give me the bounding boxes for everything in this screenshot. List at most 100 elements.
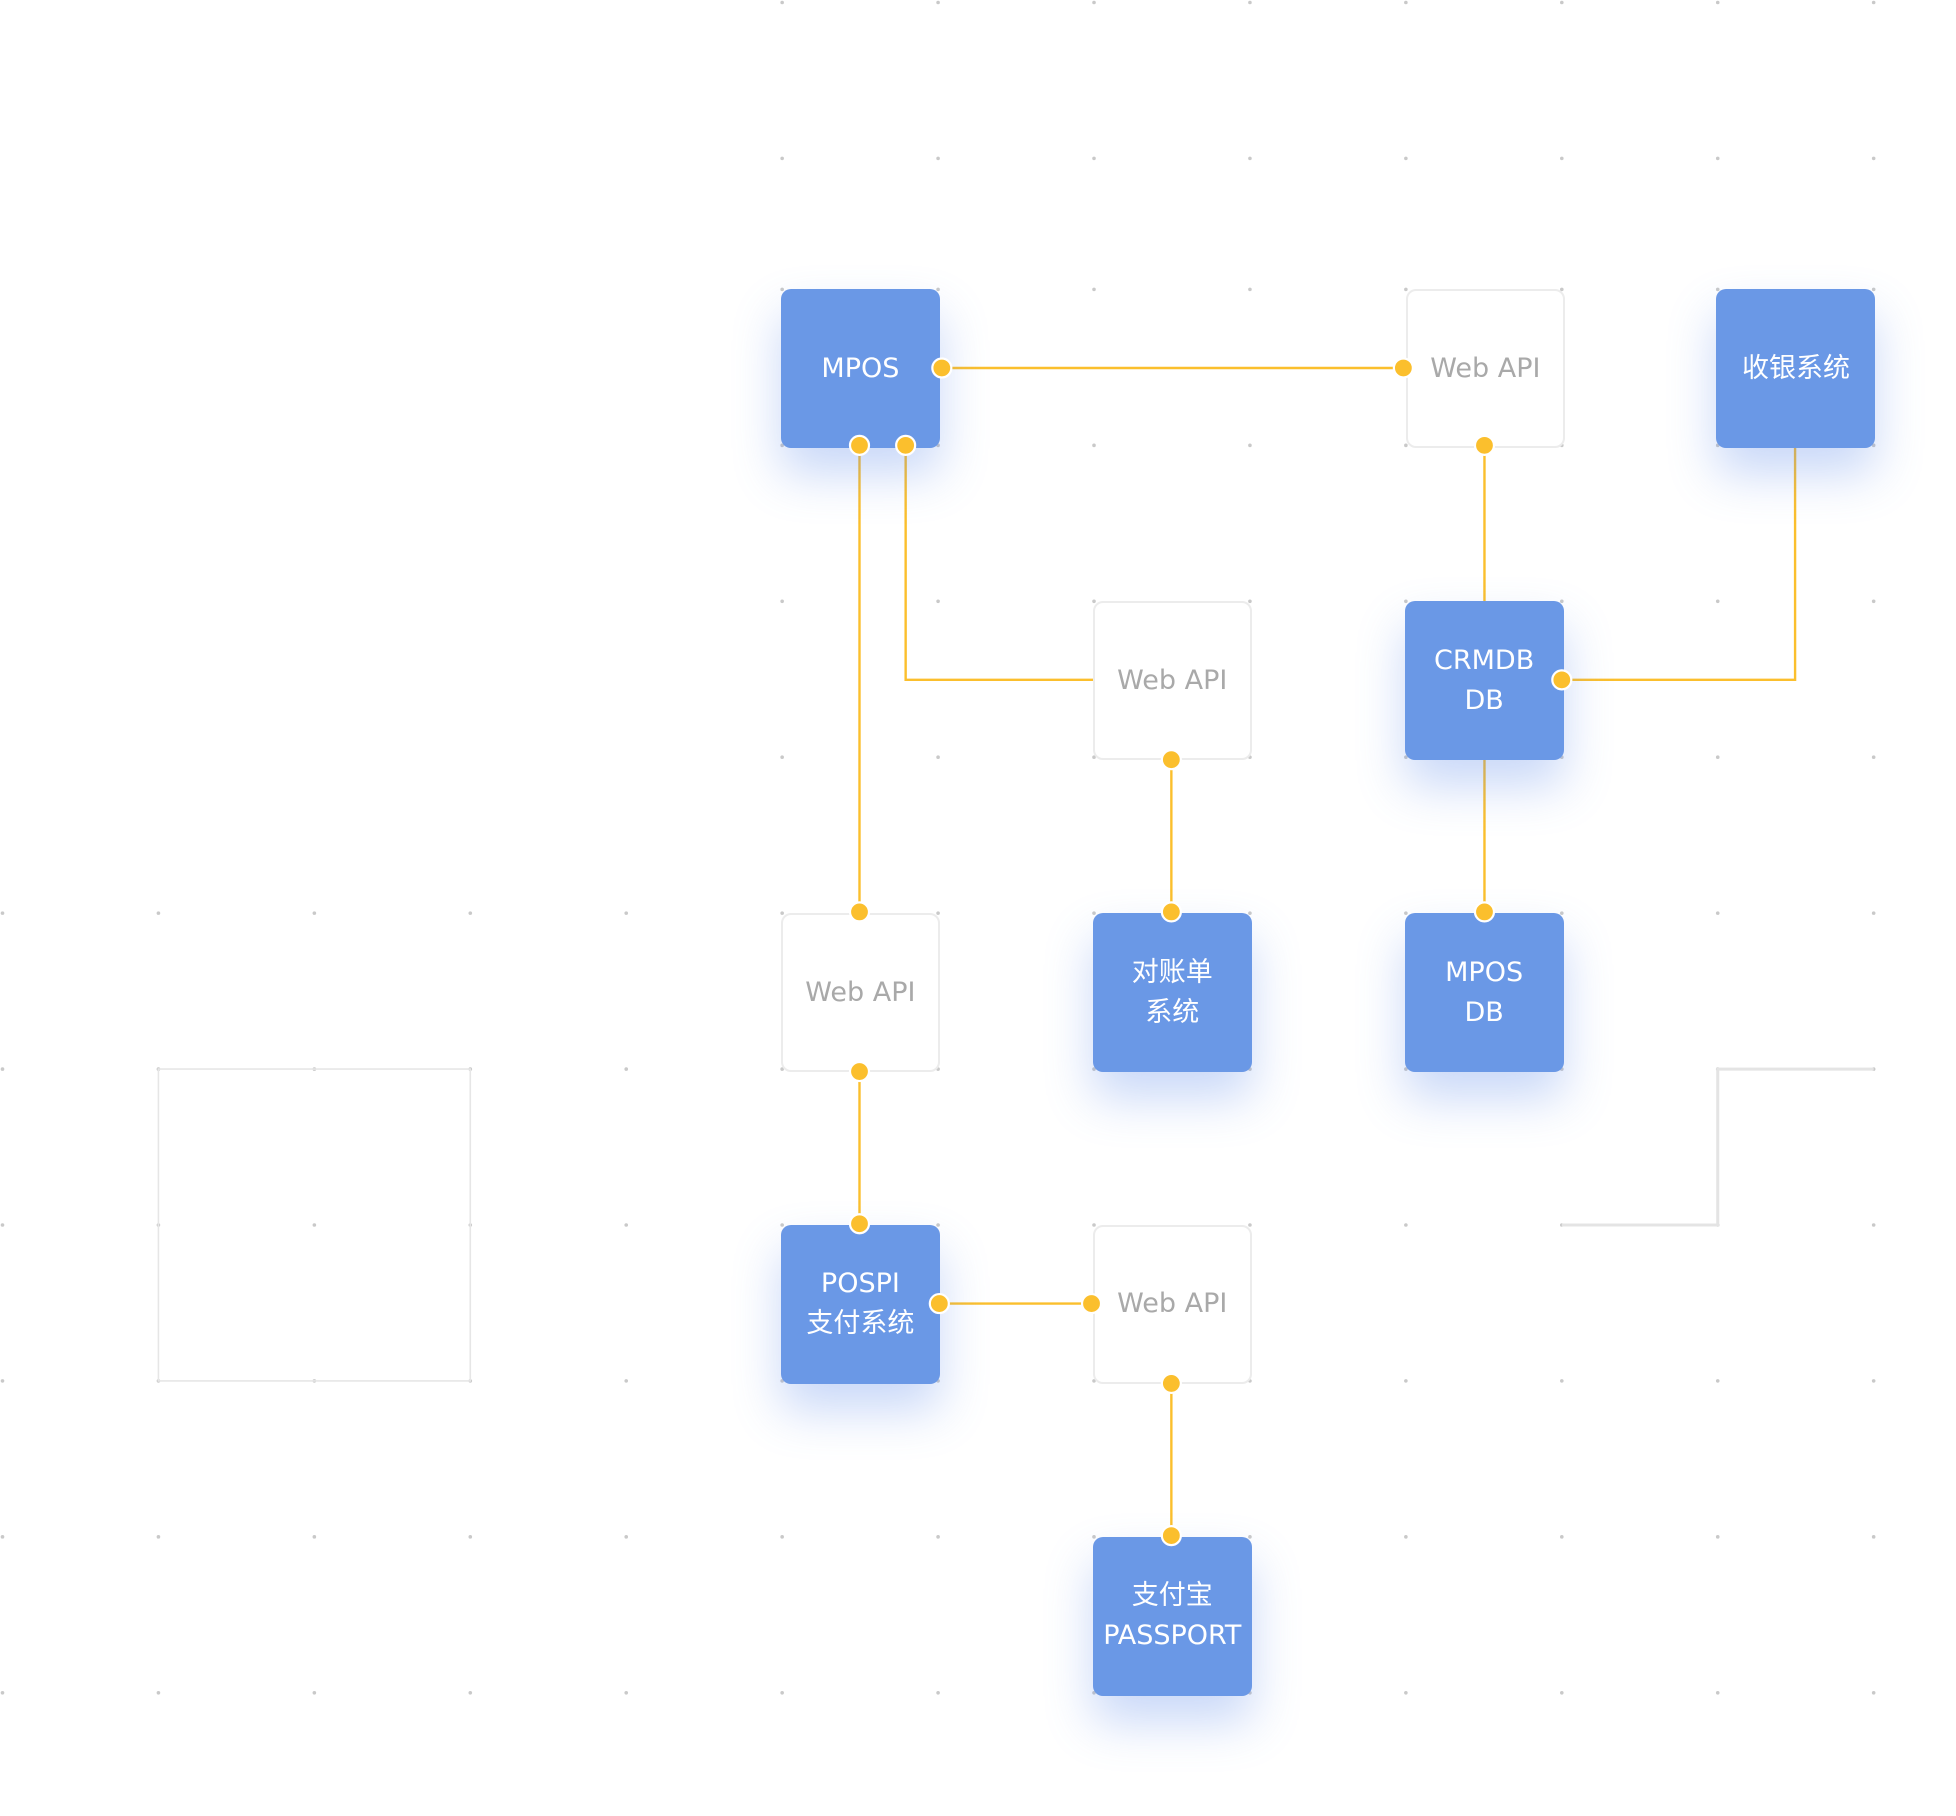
grid-dot: [1248, 911, 1252, 915]
grid-dot: [468, 1535, 473, 1539]
grid-dot: [1248, 599, 1252, 604]
connector-port: [848, 901, 871, 923]
grid-dot: [1715, 1379, 1720, 1383]
grid-dot: [1871, 287, 1876, 292]
node-label: MPOS: [1445, 956, 1524, 988]
node-label: Web API: [805, 976, 916, 1008]
node-label: MPOS: [821, 352, 900, 384]
grid-dot: [1248, 0, 1252, 5]
grid-dot: [624, 1379, 629, 1383]
grid-dot: [1092, 911, 1096, 915]
connector-mpos-to-webapi-middle: [904, 445, 1095, 682]
grid-dot: [156, 1535, 161, 1539]
node-webapi-middle[interactable]: Web API: [1092, 601, 1252, 761]
grid-dot: [1248, 443, 1252, 448]
grid-dot: [1871, 1223, 1876, 1227]
grid-dot: [1404, 156, 1408, 161]
connector-port: [1551, 669, 1573, 691]
node-label: 系统: [1145, 996, 1200, 1028]
grid-dot: [1404, 287, 1408, 292]
grid-dot: [1092, 1535, 1096, 1539]
connector-port: [1473, 901, 1496, 923]
connector-port: [1160, 749, 1182, 771]
grid-dot: [624, 911, 629, 915]
grid-dot: [1404, 911, 1408, 915]
node-label: Web API: [1117, 664, 1228, 696]
grid-dot: [1092, 599, 1096, 604]
connector-port: [895, 434, 917, 456]
grid-dot: [1871, 755, 1876, 760]
node-reconciliation[interactable]: 对账单系统: [1092, 913, 1252, 1073]
grid-dot: [312, 1223, 317, 1227]
grid-dot: [624, 1690, 629, 1695]
grid-dot: [1092, 287, 1096, 292]
grid-dot: [780, 156, 784, 161]
grid-dot: [1560, 1379, 1564, 1383]
grid-dot: [312, 911, 317, 915]
grid-dot: [1560, 1690, 1564, 1695]
grid-dot: [1560, 911, 1564, 915]
connector-port: [931, 357, 953, 379]
grid-dot: [1871, 1690, 1876, 1695]
decorative-step-line: [1561, 1067, 1874, 1227]
grid-dot: [1871, 1379, 1876, 1383]
grid-dot: [1871, 0, 1876, 5]
grid-dot: [1092, 0, 1096, 5]
grid-dot: [1715, 599, 1720, 604]
node-mpos[interactable]: MPOS: [780, 289, 940, 449]
connector-port: [1160, 1372, 1182, 1395]
node-label: DB: [1464, 684, 1504, 716]
grid-dot: [312, 1690, 317, 1695]
grid-dot: [1560, 1535, 1564, 1539]
node-label: Web API: [1430, 352, 1541, 384]
grid-dot: [780, 0, 784, 5]
grid-dot: [1560, 156, 1564, 161]
grid-dot: [1404, 1535, 1408, 1539]
node-label: DB: [1464, 996, 1504, 1028]
connector-port: [1160, 1525, 1182, 1547]
node-crmdb[interactable]: CRMDB DB: [1404, 601, 1564, 761]
grid-dot: [1715, 1690, 1720, 1695]
node-webapi-left[interactable]: Web API: [780, 913, 940, 1073]
grid-dot: [936, 755, 940, 760]
grid-dot: [1715, 156, 1720, 161]
grid-dot: [624, 1223, 629, 1227]
node-label: POSPI: [820, 1268, 900, 1300]
grid-dot: [1404, 599, 1408, 604]
connector-port: [1160, 901, 1182, 923]
grid-dot: [1248, 1535, 1252, 1539]
grid-dot: [1560, 0, 1564, 5]
grid-dot: [936, 0, 940, 5]
grid-dot: [936, 1223, 940, 1227]
node-label: CRMDB: [1434, 644, 1535, 676]
node-mpos-db[interactable]: MPOS DB: [1404, 913, 1564, 1073]
grid-dot: [1560, 599, 1564, 604]
grid-dot: [1092, 1223, 1096, 1227]
grid-dot: [936, 287, 940, 292]
node-cashier[interactable]: 收银系统: [1716, 289, 1876, 449]
grid-dot: [0, 911, 5, 915]
grid-dot: [1715, 755, 1720, 760]
grid-dot: [1871, 156, 1876, 161]
connector-port: [1392, 357, 1414, 379]
grid-dot: [1404, 1223, 1408, 1227]
grid-dot: [1404, 443, 1408, 448]
connector-port: [928, 1292, 950, 1315]
grid-dot: [0, 1223, 5, 1227]
grid-dot: [156, 911, 161, 915]
grid-dot: [0, 1535, 5, 1539]
connector-port: [848, 1213, 871, 1235]
grid-dot: [780, 911, 784, 915]
grid-dot: [1248, 156, 1252, 161]
grid-dot: [0, 1690, 5, 1695]
node-label: 支付宝: [1131, 1580, 1213, 1612]
grid-dot: [936, 599, 940, 604]
grid-dot: [780, 1690, 784, 1695]
connector-port: [848, 1060, 871, 1083]
